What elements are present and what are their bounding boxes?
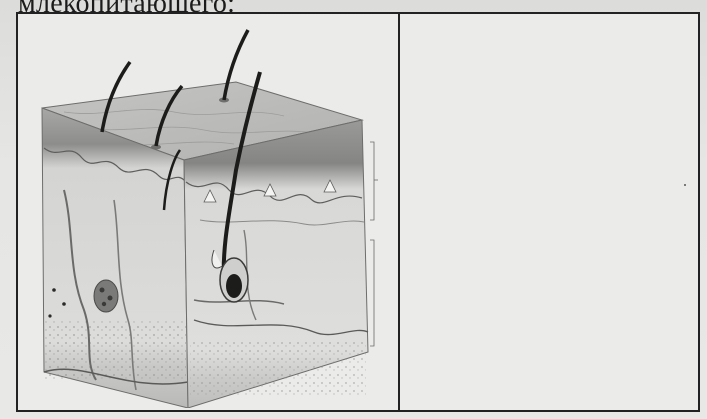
skin-side-face	[184, 120, 368, 408]
paper-speck	[684, 184, 686, 186]
table-cell-figure	[18, 14, 398, 410]
layer-bracket	[370, 142, 378, 346]
skin-cross-section-illustration	[24, 20, 394, 408]
table-cell-answer	[400, 14, 698, 410]
answer-table	[16, 12, 700, 412]
skin-front-face	[42, 108, 188, 408]
